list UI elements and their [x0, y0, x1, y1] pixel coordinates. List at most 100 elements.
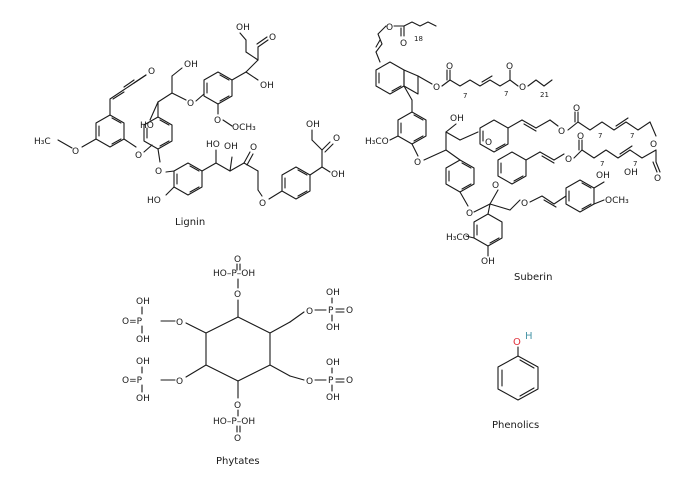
- phytate-ur-oh1: OH: [326, 288, 340, 298]
- suberin-ester-o1: O: [433, 83, 440, 93]
- suberin-mid-carbonyl-o2: O: [577, 132, 584, 142]
- lignin-ether-o2: O: [187, 99, 194, 109]
- phytate-bottom-o-dbl: O: [234, 434, 241, 444]
- lignin-h3c-label: H₃C: [34, 137, 51, 147]
- phytate-ul-oh1: OH: [136, 297, 150, 307]
- phytate-ll-oh1: OH: [136, 357, 150, 367]
- lignin-c-ketone-o: O: [269, 33, 276, 43]
- suberin-ring-close-o: O: [650, 140, 657, 150]
- suberin-indane-ring: [403, 69, 419, 95]
- phenol-structure: O H: [497, 331, 539, 401]
- phytate-top-o: O: [234, 290, 241, 300]
- lignin-structure: O O H₃C O HO OH O O O: [34, 23, 345, 209]
- phytate-ll-o: O: [176, 377, 183, 387]
- phenol-hydrogen: H: [525, 331, 533, 342]
- lignin-e-oh: OH: [331, 170, 345, 180]
- phytate-ring: [205, 316, 271, 382]
- phytate-ul-oep: O=P: [122, 317, 143, 327]
- lignin-d-oh2: OH: [224, 142, 238, 152]
- phytate-top-hopoh: HO–P–OH: [213, 269, 255, 279]
- suberin-ring-lr: [565, 179, 595, 213]
- phytate-ll-oh2: OH: [136, 394, 150, 404]
- phenol-ring: [497, 355, 539, 401]
- suberin-ring-center: [445, 159, 475, 193]
- suberin-carbonyl-o2: O: [506, 62, 513, 72]
- suberin-left-o: O: [414, 158, 421, 168]
- lignin-ring-c: [203, 71, 233, 105]
- suberin-mid-ester-o1: O: [558, 127, 565, 137]
- suberin-left-h3co: H₃CO: [365, 137, 389, 147]
- phytate-ul-oh2: OH: [136, 335, 150, 345]
- suberin-caption: Suberin: [514, 272, 552, 283]
- suberin-bottom-h3co: H₃CO: [446, 233, 470, 243]
- suberin-center-o: O: [466, 209, 473, 219]
- suberin-ring-left: [397, 111, 427, 145]
- suberin-structure: O O 18 O O 7 7 O O 21: [365, 21, 661, 267]
- lignin-c-oh: OH: [260, 81, 274, 91]
- phytate-ur-oh2: OH: [326, 323, 340, 333]
- phytate-bottom-o: O: [234, 401, 241, 411]
- phenolics-caption: Phenolics: [492, 420, 539, 431]
- suberin-ring-ur-o: O: [485, 138, 492, 148]
- lignin-d-ketone-o: O: [250, 143, 257, 153]
- suberin-center-oh: OH: [450, 114, 464, 124]
- phytate-lr-oh1: OH: [326, 358, 340, 368]
- suberin-carbonyl-o1: O: [446, 62, 453, 72]
- suberin-lower-carbonyl-o: O: [654, 174, 661, 184]
- phytate-ur-p: P: [328, 306, 334, 316]
- lignin-ring-c-o: O: [214, 116, 221, 126]
- lignin-b-oh: HO: [140, 121, 154, 131]
- lignin-ether-o3: O: [155, 167, 162, 177]
- lignin-b-ch2oh: OH: [184, 60, 198, 70]
- phytate-lr-o-dbl: O: [346, 376, 353, 386]
- phytates-caption: Phytates: [216, 456, 260, 467]
- suberin-n7b: 7: [504, 90, 508, 98]
- lignin-ring-a-o: O: [72, 147, 79, 157]
- suberin-mid-carbonyl-o1: O: [573, 104, 580, 114]
- suberin-n18: 18: [414, 35, 423, 43]
- suberin-chain-oh: OH: [624, 168, 638, 178]
- lignin-aldehyde-o: O: [148, 67, 155, 77]
- suberin-n7e: 7: [600, 160, 604, 168]
- suberin-lr-oh: OH: [596, 171, 610, 181]
- suberin-n7d: 7: [630, 132, 634, 140]
- lignin-e-ketone-o: O: [333, 134, 340, 144]
- lignin-ring-a: [95, 114, 125, 148]
- lignin-d-oh: HO: [147, 196, 161, 206]
- suberin-n7f: 7: [633, 160, 637, 168]
- phenol-oxygen: O: [513, 337, 521, 348]
- suberin-ring-bottom: [473, 213, 503, 247]
- lignin-d-alpha-oh: HO: [206, 140, 220, 150]
- phytate-bottom-hopoh: HO–P–OH: [213, 417, 255, 427]
- suberin-lower-o1: O: [492, 181, 499, 191]
- suberin-top-ester-o: O: [386, 23, 393, 33]
- phytate-lr-o: O: [306, 377, 313, 387]
- lignin-ring-c-ch3: OCH₃: [232, 123, 256, 133]
- lignin-c-ch2oh: OH: [236, 23, 250, 33]
- phytate-ur-o: O: [306, 307, 313, 317]
- phytate-ll-oep: O=P: [122, 376, 143, 386]
- suberin-n7c: 7: [598, 132, 602, 140]
- lignin-ring-e: [281, 166, 311, 200]
- phytate-lr-oh2: OH: [326, 393, 340, 403]
- lignin-ether-o4: O: [259, 199, 266, 209]
- suberin-ring-2: [497, 151, 527, 185]
- suberin-bottom-oh: OH: [481, 257, 495, 267]
- suberin-lower-o2: O: [521, 199, 528, 209]
- suberin-n7a: 7: [463, 92, 467, 100]
- suberin-n21: 21: [540, 91, 549, 99]
- phytate-lr-p: P: [328, 376, 334, 386]
- phytate-top-o-dbl: O: [234, 255, 241, 265]
- phytate-structure: O HO–P–OH O O HO–P–OH O O O=P OH OH O O=…: [122, 255, 353, 444]
- lignin-caption: Lignin: [175, 217, 205, 228]
- suberin-top-carbonyl-o: O: [400, 39, 407, 49]
- suberin-mid-ester-o2: O: [565, 155, 572, 165]
- lignin-ether-o1: O: [135, 151, 142, 161]
- phytate-ur-o-dbl: O: [346, 306, 353, 316]
- lignin-ring-d: [173, 162, 203, 196]
- suberin-indane-aromatic: [375, 61, 405, 95]
- lignin-e-ch2oh: OH: [306, 120, 320, 130]
- phytate-ul-o: O: [176, 318, 183, 328]
